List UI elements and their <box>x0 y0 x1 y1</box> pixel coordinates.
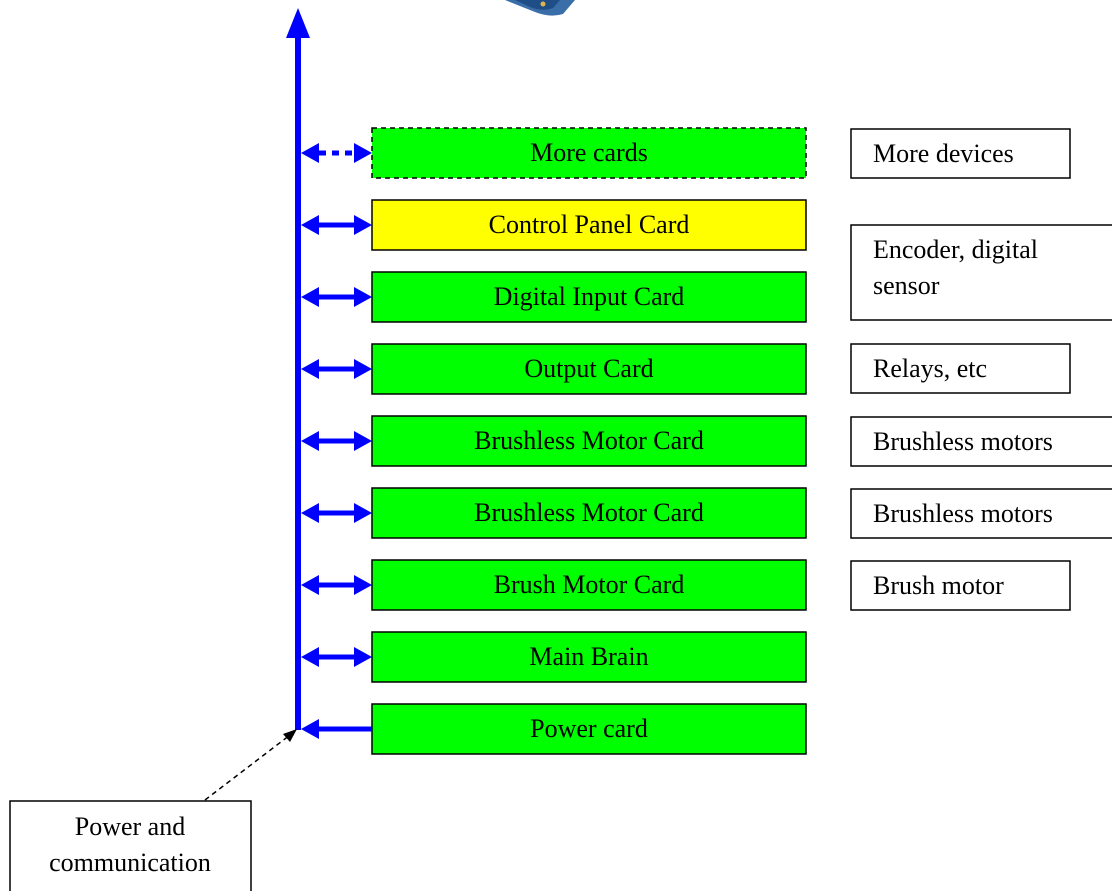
connector-more-cards <box>301 143 372 163</box>
device-brushless-motors-1: Brushless motors <box>850 416 1112 467</box>
connector-brushless-motor-card-2 <box>301 503 372 523</box>
device-box <box>850 560 1071 611</box>
bus-up-arrowhead <box>286 8 310 38</box>
connector-brush-motor-card <box>301 575 372 595</box>
card-digital-input-card: Digital Input Card <box>371 271 807 323</box>
card-label: Main Brain <box>529 642 648 671</box>
device-relays: Relays, etc <box>850 343 1071 394</box>
arrowhead-left <box>301 287 319 307</box>
arrowhead-right <box>354 359 372 379</box>
card-main-brain: Main Brain <box>371 631 807 683</box>
arrowhead-left <box>301 719 319 739</box>
card-more-cards: More cards <box>371 127 807 179</box>
card-label: Brushless Motor Card <box>474 498 704 527</box>
arrowhead-left <box>301 143 319 163</box>
card-brushless-motor-card-2: Brushless Motor Card <box>371 487 807 539</box>
connector-power-card <box>301 719 372 739</box>
bus-label-line-1: Power and <box>75 812 185 841</box>
arrowhead-right <box>354 431 372 451</box>
arrowhead-right <box>354 215 372 235</box>
card-box <box>371 703 807 755</box>
device-box <box>850 488 1112 539</box>
device-label: Brushless motors <box>873 427 1053 456</box>
card-label: More cards <box>530 138 648 167</box>
card-label: Power card <box>530 714 648 743</box>
bus-label-box <box>9 800 252 891</box>
card-control-panel-card: Control Panel Card <box>371 199 807 251</box>
device-box <box>850 343 1071 394</box>
device-brushless-motors-2: Brushless motors <box>850 488 1112 539</box>
device-box <box>850 128 1071 179</box>
device-brush-motor: Brush motor <box>850 560 1071 611</box>
card-label: Brush Motor Card <box>494 570 685 599</box>
connector-brushless-motor-card-1 <box>301 431 372 451</box>
card-output-card: Output Card <box>371 343 807 395</box>
device-image-fragment <box>505 0 575 16</box>
card-label: Output Card <box>524 354 653 383</box>
device-label: sensor <box>873 271 940 300</box>
device-more-devices: More devices <box>850 128 1071 179</box>
arrowhead-left <box>301 575 319 595</box>
device-label: More devices <box>873 139 1014 168</box>
arrowhead-left <box>301 431 319 451</box>
arrowhead-left <box>301 359 319 379</box>
card-brushless-motor-card-1: Brushless Motor Card <box>371 415 807 467</box>
links-layer <box>301 143 372 739</box>
connector-digital-input-card <box>301 287 372 307</box>
connector-main-brain <box>301 647 372 667</box>
card-box <box>371 199 807 251</box>
card-power-card: Power card <box>371 703 807 755</box>
card-box <box>371 631 807 683</box>
bus-label-pointer-head <box>283 729 297 742</box>
device-label: Brushless motors <box>873 499 1053 528</box>
card-label: Control Panel Card <box>489 210 690 239</box>
arrowhead-right <box>354 647 372 667</box>
device-box <box>850 224 1112 321</box>
device-label: Brush motor <box>873 571 1004 600</box>
connector-output-card <box>301 359 372 379</box>
card-label: Digital Input Card <box>494 282 685 311</box>
device-encoder-digital-sensor: Encoder, digital sensor <box>850 224 1112 321</box>
card-brush-motor-card: Brush Motor Card <box>371 559 807 611</box>
connector-control-panel-card <box>301 215 372 235</box>
device-label: Relays, etc <box>873 354 987 383</box>
arrowhead-right <box>354 287 372 307</box>
arrowhead-left <box>301 215 319 235</box>
card-label: Brushless Motor Card <box>474 426 704 455</box>
arrowhead-right <box>354 143 372 163</box>
device-box <box>850 416 1112 467</box>
card-box <box>371 127 807 179</box>
arrowhead-left <box>301 503 319 523</box>
arrowhead-left <box>301 647 319 667</box>
arrowhead-right <box>354 575 372 595</box>
bus-line <box>286 8 310 730</box>
device-label: Encoder, digital <box>873 235 1038 264</box>
arrowhead-right <box>354 503 372 523</box>
bus-label-line-2: communication <box>49 848 211 877</box>
bus-label-pointer <box>204 734 291 801</box>
bus-label-group: Power and communication <box>9 729 297 891</box>
